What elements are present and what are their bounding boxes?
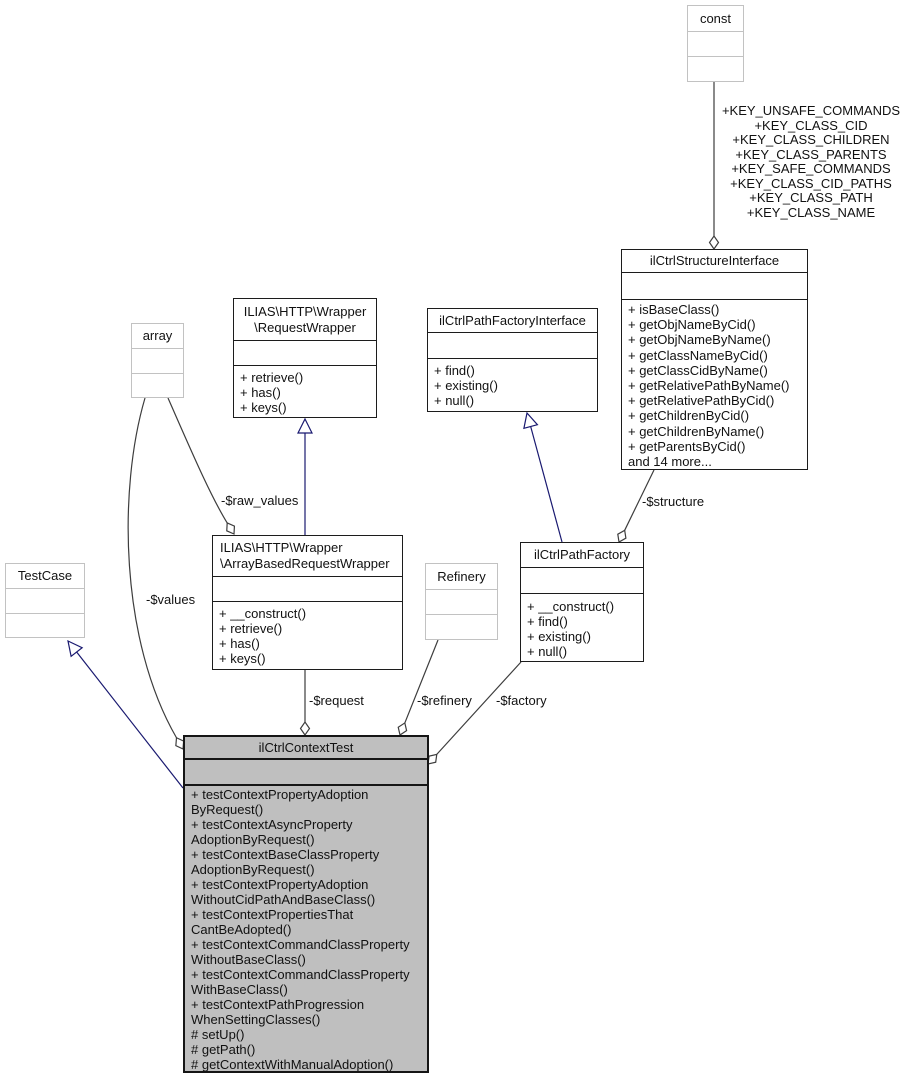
class-methods: + __construct() + find() + existing() + …: [527, 599, 615, 659]
edge-array-to-contexttest-line: [127, 397, 178, 739]
class-methods: + find() + existing() + null(): [434, 363, 498, 408]
class-box-requestwrapper[interactable]: ILIAS\HTTP\Wrapper \RequestWrapper + ret…: [233, 298, 377, 418]
class-attributes-empty: [426, 590, 497, 615]
class-title: Refinery: [426, 564, 497, 590]
class-title: array: [132, 324, 183, 349]
edge-array-to-arraybased-line: [167, 397, 228, 524]
class-box-array: array: [131, 323, 184, 398]
class-attributes-empty: [234, 341, 376, 366]
class-attributes-empty: [428, 333, 597, 359]
edge-pathfactory-to-contexttest-diamond: [427, 753, 438, 765]
class-attributes-empty: [622, 273, 807, 300]
class-title: ilCtrlStructureInterface: [622, 250, 807, 273]
edge-const-to-structure-diamond: [708, 234, 720, 251]
class-title: ILIAS\HTTP\Wrapper \ArrayBasedRequestWra…: [213, 536, 402, 577]
edge-arraybased-to-contexttest-diamond: [299, 720, 311, 737]
edge-label-request: -$request: [309, 693, 364, 708]
edge-array-to-arraybased-diamond: [226, 522, 236, 535]
class-title: ilCtrlPathFactory: [521, 543, 643, 568]
class-title: const: [688, 6, 743, 32]
class-title: ILIAS\HTTP\Wrapper \RequestWrapper: [234, 299, 376, 341]
class-methods: + isBaseClass() + getObjNameByCid() + ge…: [628, 302, 790, 469]
edge-label-values: -$values: [146, 592, 196, 607]
class-title: ilCtrlContextTest: [185, 737, 427, 760]
class-title: ilCtrlPathFactoryInterface: [428, 309, 597, 333]
class-title: TestCase: [6, 564, 84, 589]
class-attributes-empty: [132, 349, 183, 374]
edge-label-refinery: -$refinery: [417, 693, 472, 708]
class-box-ilctrlstructureinterface[interactable]: ilCtrlStructureInterface + isBaseClass()…: [621, 249, 808, 470]
edge-contexttest-to-testcase-arrowhead: [67, 639, 84, 658]
class-box-refinery: Refinery: [425, 563, 498, 640]
class-methods: + testContextPropertyAdoption ByRequest(…: [191, 787, 410, 1071]
class-box-arraybasedrequestwrapper[interactable]: ILIAS\HTTP\Wrapper \ArrayBasedRequestWra…: [212, 535, 403, 670]
class-attributes-empty: [213, 577, 402, 602]
class-attributes-empty: [185, 760, 427, 786]
class-box-ilctrlcontexttest: ilCtrlContextTest + testContextPropertyA…: [183, 735, 429, 1073]
edge-label-raw-values: -$raw_values: [221, 493, 299, 508]
edge-pathfactory-to-contexttest-line: [436, 661, 522, 755]
class-methods-empty: [132, 374, 183, 397]
class-methods-empty: [6, 614, 84, 637]
class-methods-empty: [688, 57, 743, 81]
edge-arraybased-to-requestwrapper-arrowhead: [297, 417, 313, 434]
edge-structure-to-pathfactory-diamond: [617, 529, 627, 543]
edge-label-factory: -$factory: [496, 693, 547, 708]
class-box-const: const: [687, 5, 744, 82]
class-box-ilctrlpathfactory[interactable]: ilCtrlPathFactory + __construct() + find…: [520, 542, 644, 662]
class-box-testcase: TestCase: [5, 563, 85, 638]
class-methods: + __construct() + retrieve() + has() + k…: [219, 606, 307, 666]
class-methods-empty: [426, 615, 497, 639]
edge-pathfactory-to-pfinterface-line: [530, 426, 563, 543]
class-attributes-empty: [6, 589, 84, 614]
class-attributes-empty: [688, 32, 743, 57]
edge-label-structure: -$structure: [642, 494, 705, 509]
edge-refinery-to-contexttest-line: [404, 639, 439, 724]
class-methods: + retrieve() + has() + keys(): [240, 370, 304, 415]
class-box-ilctrlpathfactoryinterface[interactable]: ilCtrlPathFactoryInterface + find() + ex…: [427, 308, 598, 412]
edge-structure-to-pathfactory-line: [624, 469, 655, 531]
edge-refinery-to-contexttest-diamond: [397, 721, 408, 736]
edge-contexttest-to-testcase-line: [76, 651, 184, 789]
edge-pathfactory-to-pfinterface-arrowhead: [523, 411, 539, 430]
edge-label-const-constants: +KEY_UNSAFE_COMMANDS +KEY_CLASS_CID +KEY…: [721, 103, 901, 220]
class-attributes-empty: [521, 568, 643, 594]
